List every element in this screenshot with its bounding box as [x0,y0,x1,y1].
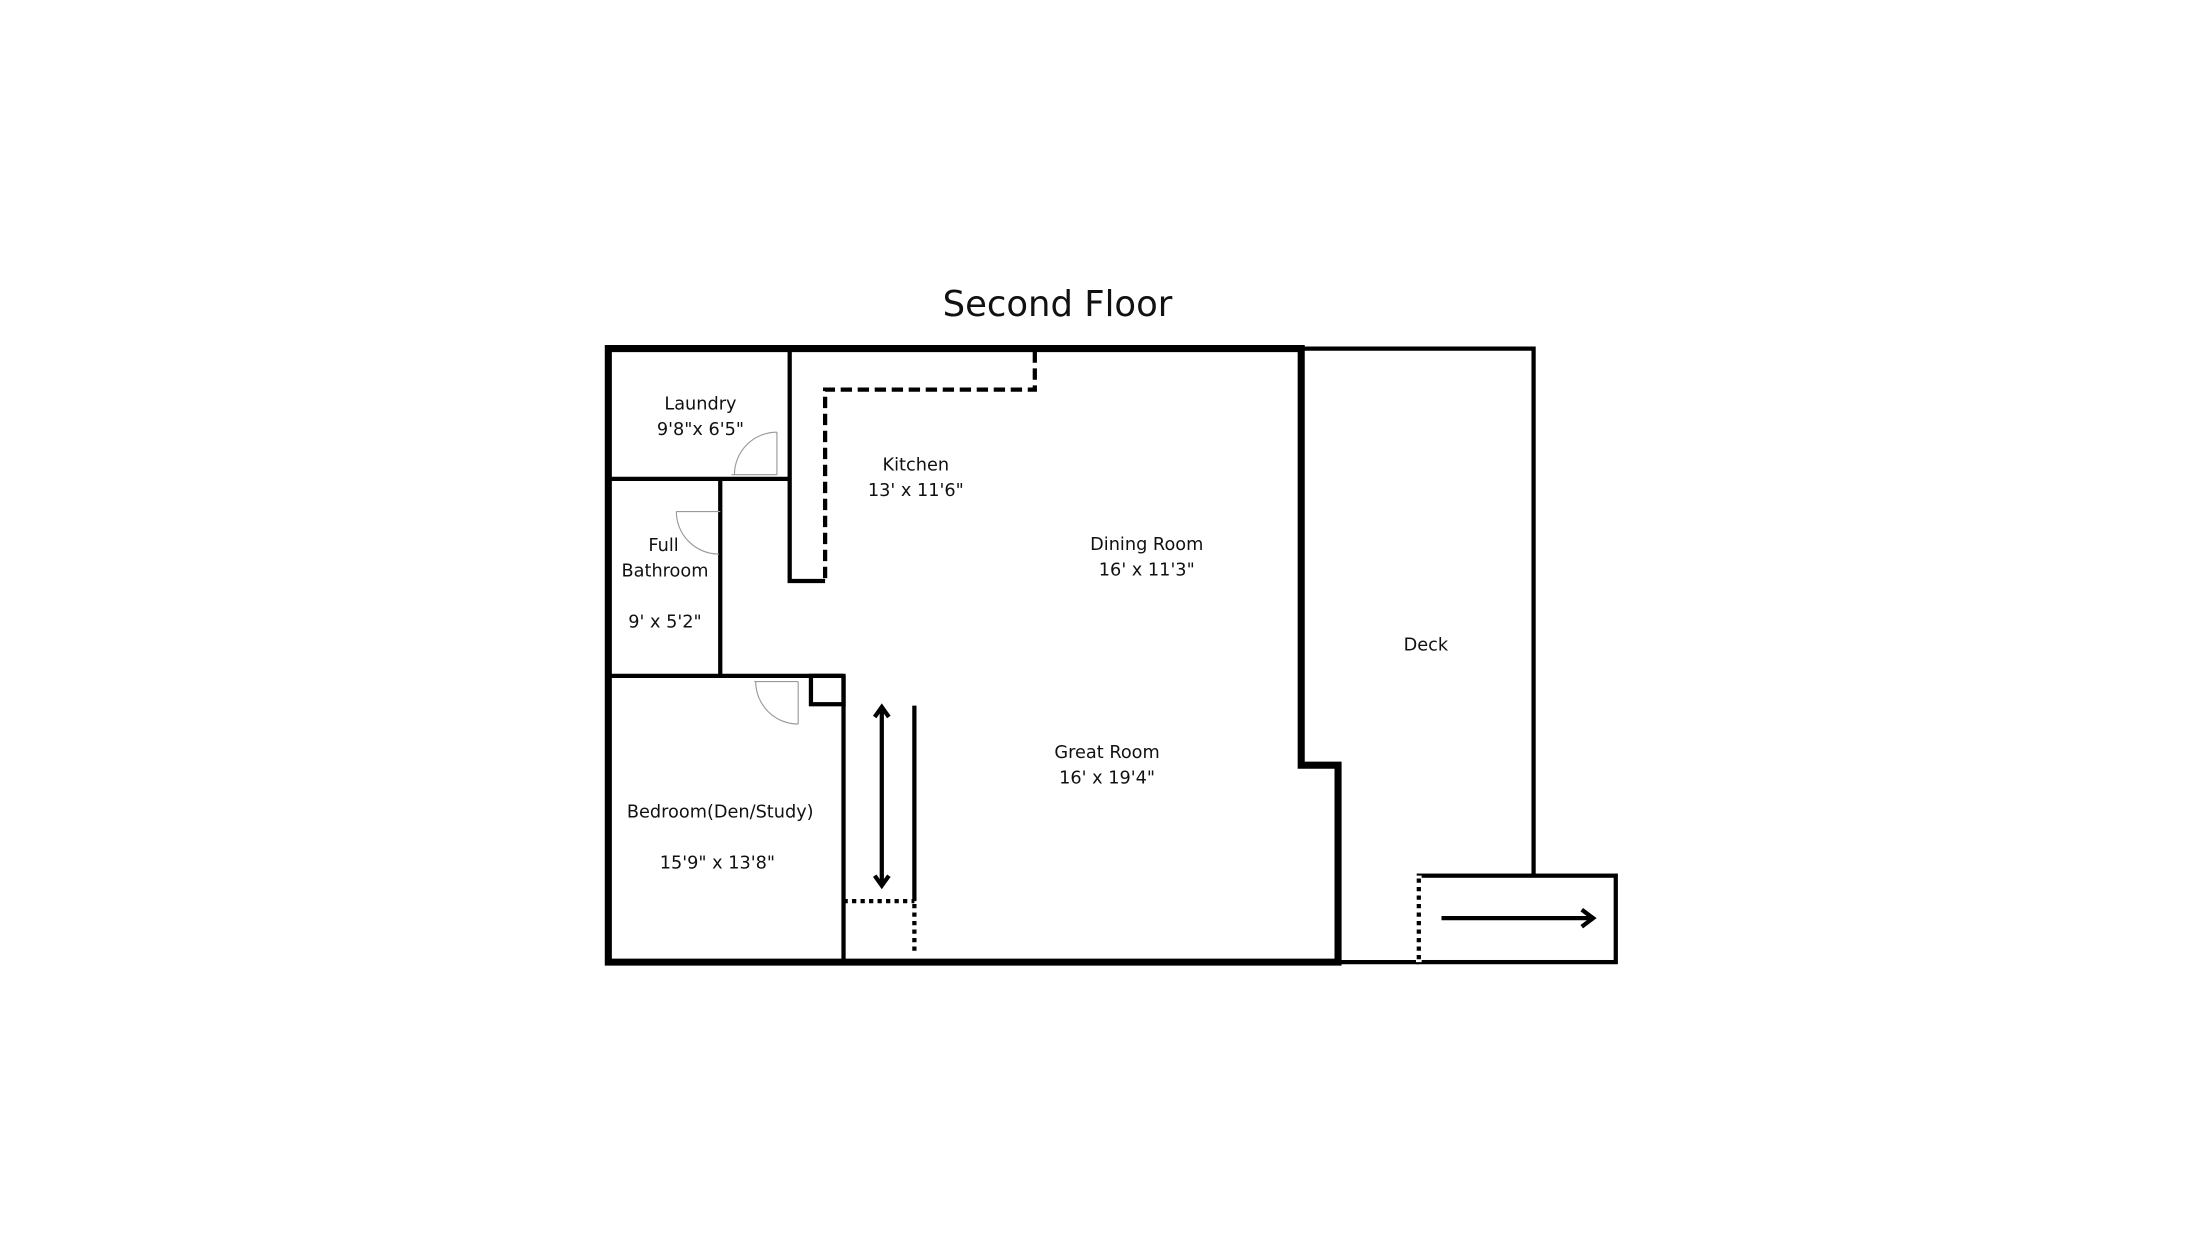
bedroom-size: 15'9" x 13'8" [660,854,775,874]
doors [675,431,799,725]
kitchen-counter-dashed [822,351,1037,579]
room-labels: Laundry 9'8"x 6'5" Kitchen 13' x 11'6" D… [622,394,1449,873]
bathroom-name-1: Full [648,536,678,556]
laundry-door [731,431,778,476]
stair-arrow-down [872,874,891,890]
bathroom-size: 9' x 5'2" [628,613,701,633]
deck-wall [1304,346,1536,876]
kitchen-wall [787,348,826,584]
closet-box [808,673,846,707]
laundry-name: Laundry [664,394,736,414]
deck-name: Deck [1404,635,1449,655]
dining-name: Dining Room [1090,535,1203,555]
bathroom-door [675,510,721,555]
stair-arrow-up [872,703,891,719]
kitchen-name: Kitchen [883,455,950,475]
deck-arrow-head [1580,907,1597,929]
floor-title: Second Floor [943,284,1173,325]
dining-size: 16' x 11'3" [1099,560,1195,580]
bedroom-name: Bedroom(Den/Study) [627,803,814,823]
laundry-size: 9'8"x 6'5" [657,420,744,440]
great-room-size: 16' x 19'4" [1059,769,1155,789]
bedroom-door [754,680,799,725]
kitchen-size: 13' x 11'6" [868,481,964,501]
great-room-name: Great Room [1054,743,1159,763]
bathroom-name-2: Bathroom [622,562,709,582]
interior-walls [608,348,1037,963]
deck-outline [1304,346,1618,965]
